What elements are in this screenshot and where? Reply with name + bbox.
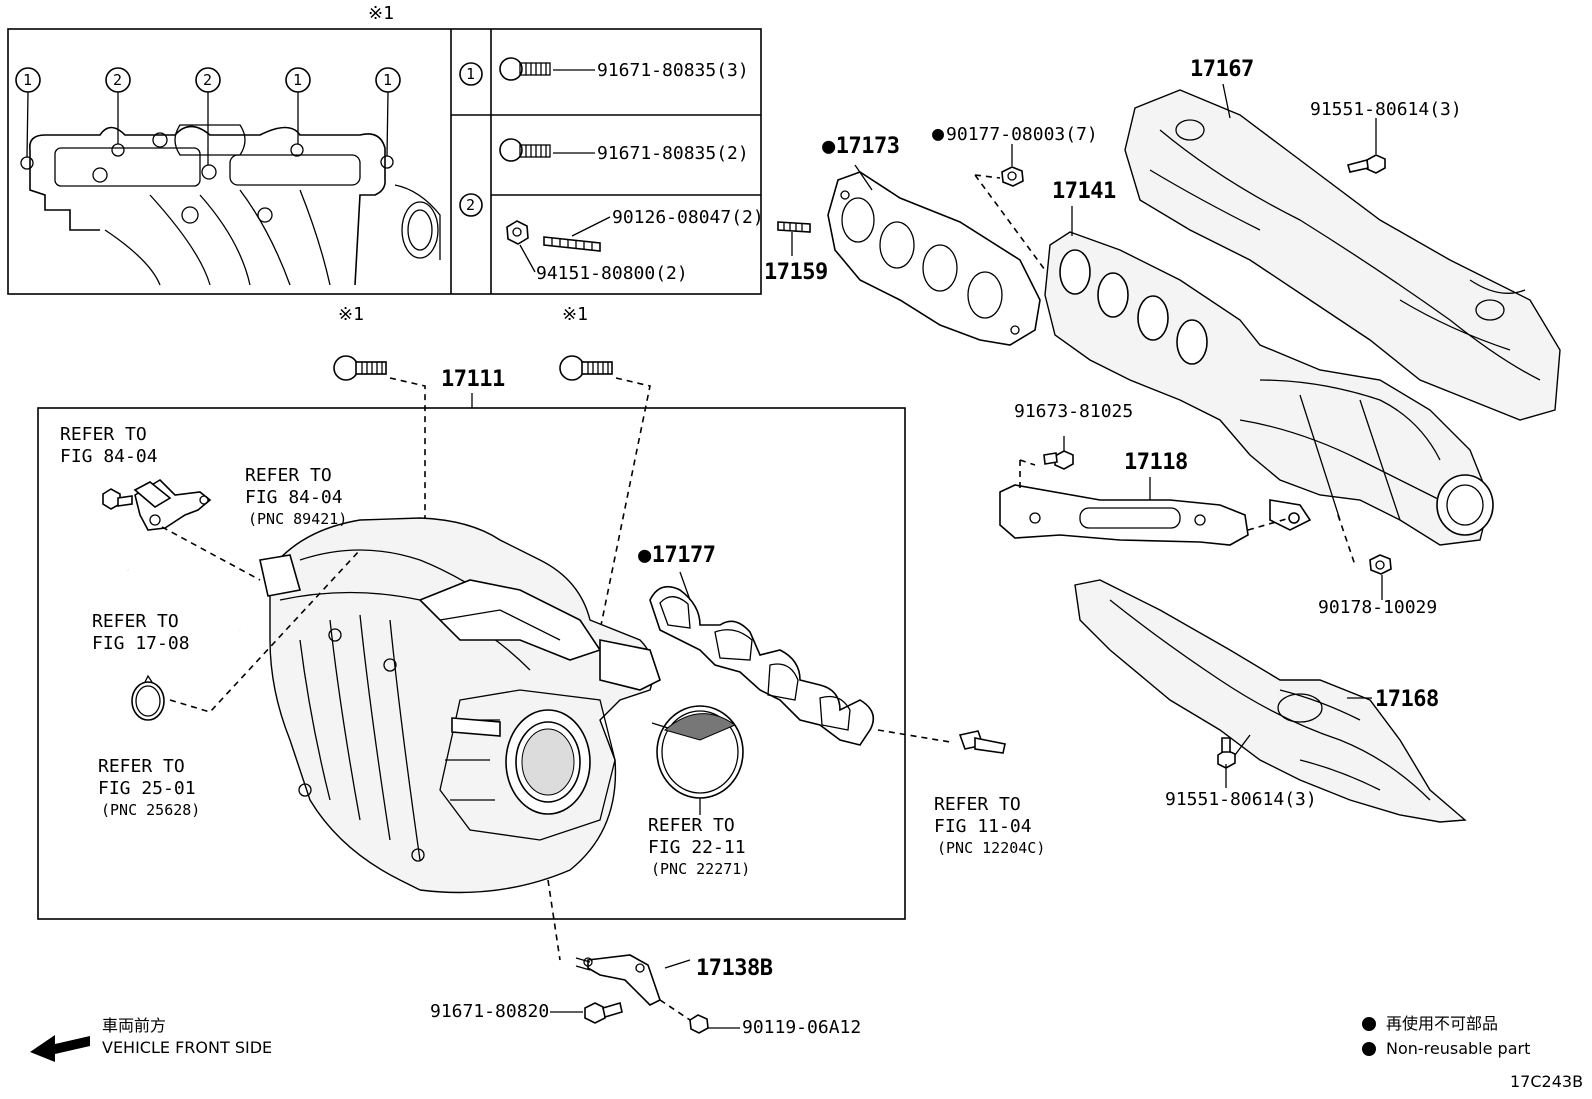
inset-callout-1: 1: [23, 71, 33, 89]
figure-code: 17C243B: [1510, 1072, 1584, 1091]
inset-callout-3: 2: [203, 71, 213, 89]
inset-callout-2: 2: [113, 71, 123, 89]
refer-84-04-b-link[interactable]: FIG 84-04: [245, 487, 343, 508]
inset-row2-part-a[interactable]: 91671-80835(2): [597, 143, 749, 164]
gasket-ring: [131, 549, 361, 721]
vehicle-front-jp: 車両前方: [102, 1016, 167, 1035]
inset-bolt-1: [499, 57, 595, 81]
refer-84-04-a-link[interactable]: FIG 84-04: [60, 446, 158, 467]
bolt-marker-b-label: ※1: [562, 304, 588, 325]
inset-callout-5: 1: [383, 71, 393, 89]
part-90177-08003[interactable]: 90177-08003(7): [932, 123, 1098, 145]
part-90178-10029[interactable]: 90178-10029: [1318, 597, 1438, 618]
refer-17-08-link[interactable]: FIG 17-08: [92, 633, 190, 654]
nut-90178: [1337, 514, 1392, 600]
part-17168[interactable]: 17168: [1375, 687, 1439, 712]
refer-22-11-line1: REFER TO: [648, 815, 735, 836]
refer-11-04-line1: REFER TO: [934, 794, 1021, 815]
intake-gasket-17177: [649, 585, 1006, 754]
refer-22-11-pnc: (PNC 22271): [651, 860, 751, 878]
legend-jp: 再使用不可部品: [1386, 1014, 1499, 1033]
refer-11-04-pnc: (PNC 12204C): [937, 839, 1046, 857]
inset-manifold-flange: [20, 124, 441, 286]
part-17118[interactable]: 17118: [1124, 450, 1188, 475]
refer-84-04-b-line1: REFER TO: [245, 465, 332, 486]
vehicle-front-en: VEHICLE FRONT SIDE: [102, 1038, 273, 1057]
heat-insulator-17168: [1074, 579, 1467, 823]
part-91551-80614-lower[interactable]: 91551-80614(3): [1165, 789, 1317, 810]
inset-box: [7, 28, 762, 295]
legend-en: Non-reusable part: [1386, 1039, 1531, 1058]
vacuum-hose: [126, 569, 242, 632]
heat-insulator-17167: [1124, 83, 1561, 421]
inset-callout-4: 1: [293, 71, 303, 89]
stud-17159: [777, 221, 811, 256]
nut-90177: [974, 144, 1046, 271]
part-91551-80614-upper[interactable]: 91551-80614(3): [1310, 99, 1462, 120]
refer-25-01-pnc: (PNC 25628): [101, 801, 201, 819]
refer-22-11-link[interactable]: FIG 22-11: [648, 837, 746, 858]
inset-callouts: [15, 67, 401, 165]
inset-row2-index: 2: [466, 196, 476, 214]
inset-row2-part-b[interactable]: 90126-08047(2): [612, 207, 764, 228]
refer-11-04-link[interactable]: FIG 11-04: [934, 816, 1032, 837]
part-17177[interactable]: 17177: [638, 544, 716, 568]
bolt-marker-b: [559, 355, 651, 641]
exhaust-gasket-17173: [827, 164, 1041, 346]
part-17141[interactable]: 17141: [1052, 179, 1116, 204]
vehicle-front-arrow-icon: [30, 1035, 90, 1062]
legend-dot-icon: [1362, 1017, 1376, 1031]
legend-dot-icon: [1362, 1042, 1376, 1056]
part-90119-06A12[interactable]: 90119-06A12: [742, 1017, 862, 1038]
inset-bolt-2: [499, 138, 595, 162]
inset-marker: ※1: [368, 3, 394, 24]
bolt-marker-a: [333, 355, 426, 520]
bracket-17138B: [547, 879, 740, 1034]
bolt-marker-a-label: ※1: [338, 304, 364, 325]
part-91673-81025[interactable]: 91673-81025: [1014, 401, 1134, 422]
refer-25-01-line1: REFER TO: [98, 756, 185, 777]
part-17167[interactable]: 17167: [1190, 57, 1254, 82]
bracket-17118: [999, 436, 1300, 546]
inset-stud-and-nut: [506, 216, 611, 273]
part-17173[interactable]: 17173: [822, 135, 900, 159]
part-17111[interactable]: 17111: [441, 367, 505, 392]
inset-row2-part-c[interactable]: 94151-80800(2): [536, 263, 688, 284]
part-17159[interactable]: 17159: [764, 260, 828, 285]
inset-row1-part[interactable]: 91671-80835(3): [597, 60, 749, 81]
refer-84-04-a-line1: REFER TO: [60, 424, 147, 445]
refer-25-01-link[interactable]: FIG 25-01: [98, 778, 196, 799]
sensor-bracket: [102, 478, 261, 581]
refer-84-04-b-pnc: (PNC 89421): [248, 510, 348, 528]
throttle-gasket: [651, 705, 744, 815]
exhaust-manifold-17141: [1044, 206, 1494, 546]
intake-manifold-17111: [259, 517, 661, 894]
part-91671-80820[interactable]: 91671-80820: [430, 1001, 550, 1022]
part-17138B[interactable]: 17138B: [696, 956, 773, 981]
refer-17-08-line1: REFER TO: [92, 611, 179, 632]
inset-row1-index: 1: [466, 65, 476, 83]
